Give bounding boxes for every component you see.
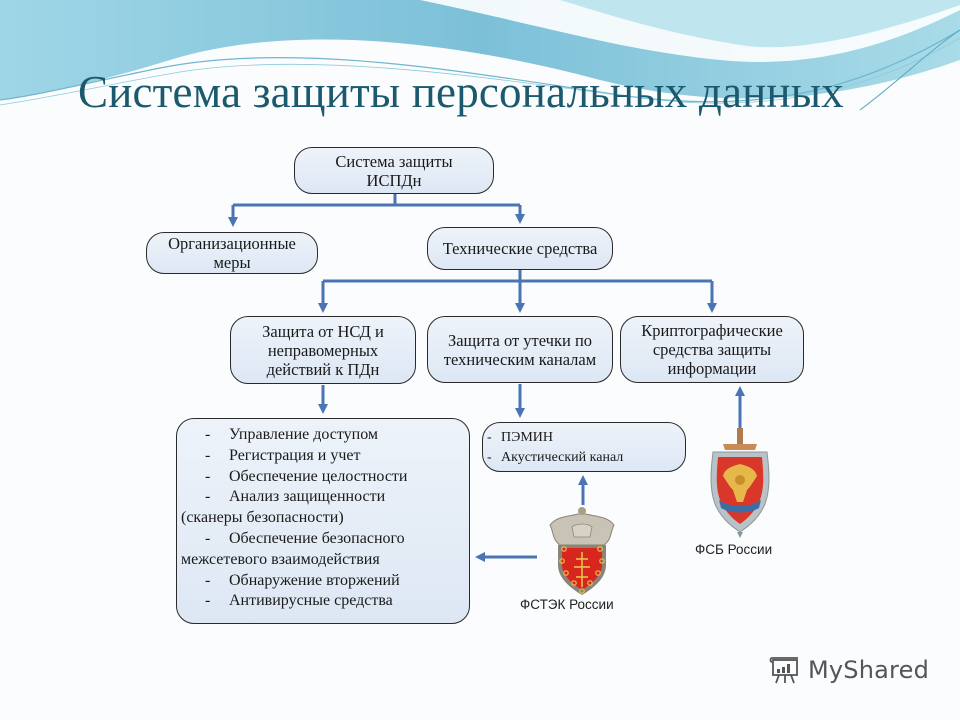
- leak-measures-list: -ПЭМИН -Акустический канал: [482, 422, 686, 472]
- list-item: -Обеспечение целостности: [205, 467, 408, 485]
- list-item: -Обнаружение вторжений: [205, 571, 400, 589]
- node-technical-means: Технические средства: [427, 227, 613, 270]
- header-wave-decoration: [0, 0, 960, 140]
- slide-title: Система защиты персональных данных: [78, 67, 844, 117]
- node-crypto-means: Криптографические средства защиты информ…: [620, 316, 804, 383]
- fsb-emblem-icon: [710, 428, 770, 538]
- list-item: -Анализ защищенности: [205, 488, 386, 506]
- fstek-emblem-icon: [549, 507, 615, 595]
- list-item: -Обеспечение безопасного: [205, 529, 405, 547]
- node-nsd-protection: Защита от НСД и неправомерных действий к…: [230, 316, 416, 384]
- list-item: -Управление доступом: [205, 426, 379, 443]
- presentation-board-icon: [769, 657, 798, 684]
- watermark-text: MyShared: [808, 656, 930, 684]
- list-item: -Акустический канал: [487, 450, 624, 465]
- fstek-label: ФСТЭК России: [520, 597, 614, 612]
- node-organizational-measures: Организационные меры: [146, 232, 318, 274]
- nsd-measures-list: -Управление доступом -Регистрация и учет…: [176, 418, 470, 624]
- list-item: -ПЭМИН: [487, 430, 554, 445]
- node-root: Система защиты ИСПДн: [294, 147, 494, 194]
- list-item-continuation: (сканеры безопасности): [181, 509, 344, 527]
- list-item: -Антивирусные средства: [205, 592, 393, 610]
- node-leak-protection: Защита от утечки по техническим каналам: [427, 316, 613, 383]
- list-item-continuation: межсетевого взаимодействия: [181, 550, 380, 568]
- myshared-watermark: MyShared: [768, 655, 929, 685]
- list-item: -Регистрация и учет: [205, 446, 361, 464]
- fsb-label: ФСБ России: [695, 542, 773, 557]
